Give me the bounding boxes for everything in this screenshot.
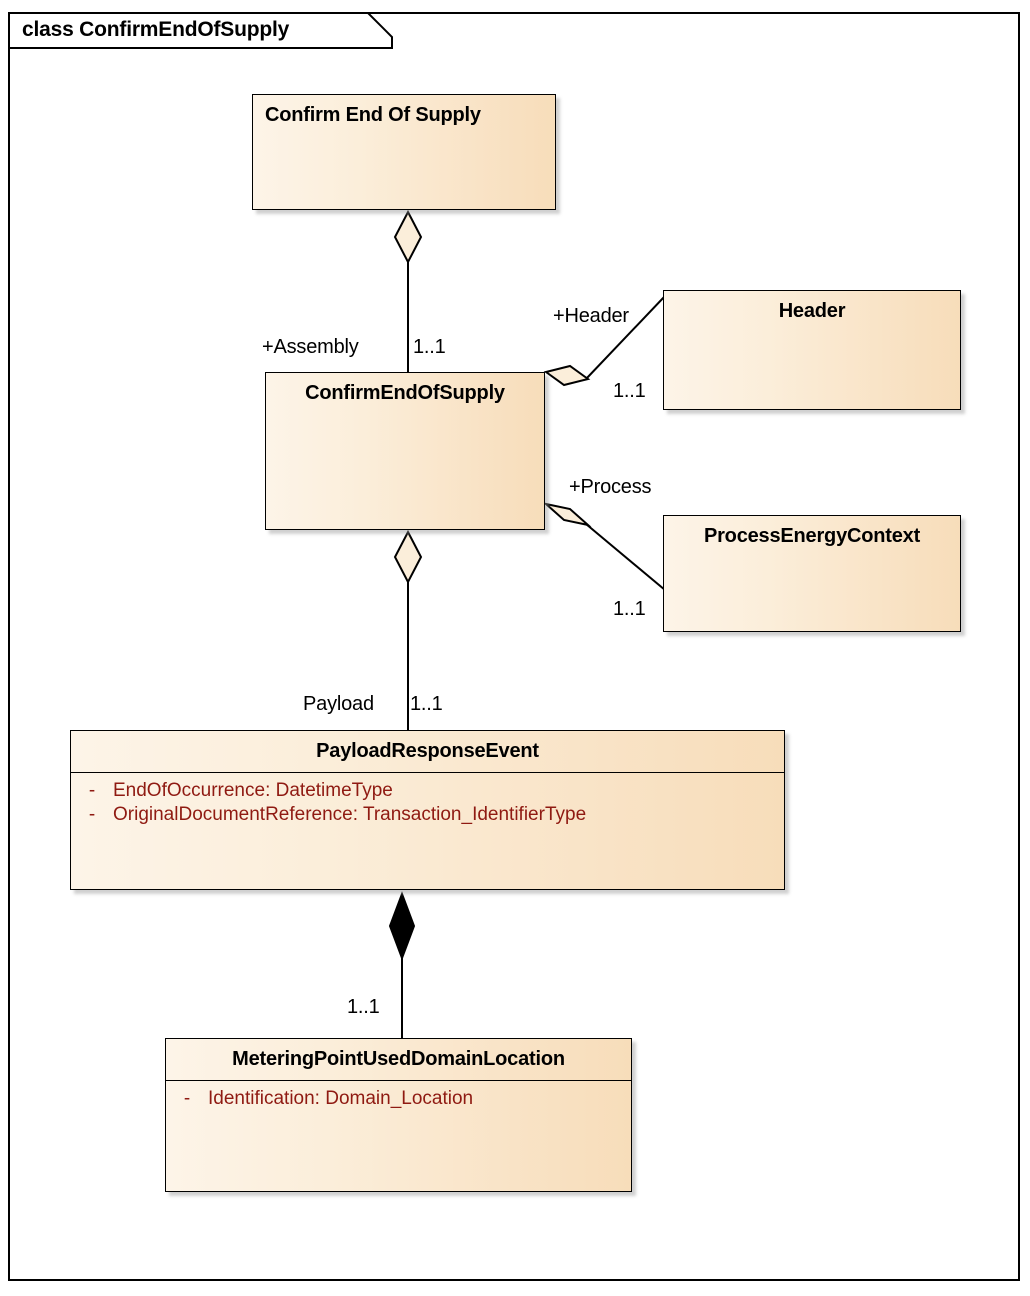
class-box-metering-point-used-domain-location[interactable]: MeteringPointUsedDomainLocation - Identi…	[165, 1038, 632, 1192]
edge-role-payload: Payload	[303, 693, 374, 715]
class-title-metering-point-used-domain-location: MeteringPointUsedDomainLocation	[232, 1048, 565, 1070]
edge-role-process: +Process	[569, 476, 652, 498]
attribute-text: OriginalDocumentReference: Transaction_I…	[113, 804, 587, 825]
class-box-header[interactable]: Header	[663, 290, 961, 410]
class-box-process-energy-context[interactable]: ProcessEnergyContext	[663, 515, 961, 632]
attribute-row[interactable]: - OriginalDocumentReference: Transaction…	[71, 803, 784, 827]
attribute-visibility: -	[88, 804, 96, 825]
class-title-payload-response-event: PayloadResponseEvent	[316, 740, 539, 762]
class-title-process-energy-context: ProcessEnergyContext	[703, 525, 921, 547]
class-title-header: Header	[778, 300, 846, 322]
class-box-confirm-end-of-supply-root[interactable]: Confirm End Of Supply	[252, 94, 556, 210]
attribute-row[interactable]: - EndOfOccurrence: DatetimeType	[71, 779, 784, 803]
frame-title-container: class ConfirmEndOfSupply	[8, 12, 299, 48]
edge-role-assembly: +Assembly	[262, 336, 359, 358]
attribute-text: EndOfOccurrence: DatetimeType	[113, 780, 393, 801]
class-box-confirm-end-of-supply[interactable]: ConfirmEndOfSupply	[265, 372, 545, 530]
edge-role-header: +Header	[553, 305, 629, 327]
class-title-confirm-end-of-supply-root: Confirm End Of Supply	[265, 104, 481, 126]
edge-multiplicity-header: 1..1	[613, 380, 646, 402]
class-title-confirm-end-of-supply: ConfirmEndOfSupply	[305, 382, 505, 404]
edge-multiplicity-payload: 1..1	[410, 693, 443, 715]
attribute-compartment-payload-response-event: - EndOfOccurrence: DatetimeType - Origin…	[71, 772, 784, 833]
attribute-text: Identification: Domain_Location	[208, 1088, 474, 1109]
attribute-row[interactable]: - Identification: Domain_Location	[166, 1087, 631, 1111]
edge-multiplicity-metering-point: 1..1	[347, 996, 380, 1018]
attribute-visibility: -	[88, 780, 96, 801]
class-box-payload-response-event[interactable]: PayloadResponseEvent - EndOfOccurrence: …	[70, 730, 785, 890]
diagram-frame	[8, 12, 1020, 1281]
attribute-visibility: -	[183, 1088, 191, 1109]
edge-multiplicity-process: 1..1	[613, 598, 646, 620]
attribute-compartment-metering-point-used-domain-location: - Identification: Domain_Location	[166, 1080, 631, 1117]
edge-multiplicity-assembly: 1..1	[413, 336, 446, 358]
frame-title-label: class ConfirmEndOfSupply	[22, 18, 290, 41]
